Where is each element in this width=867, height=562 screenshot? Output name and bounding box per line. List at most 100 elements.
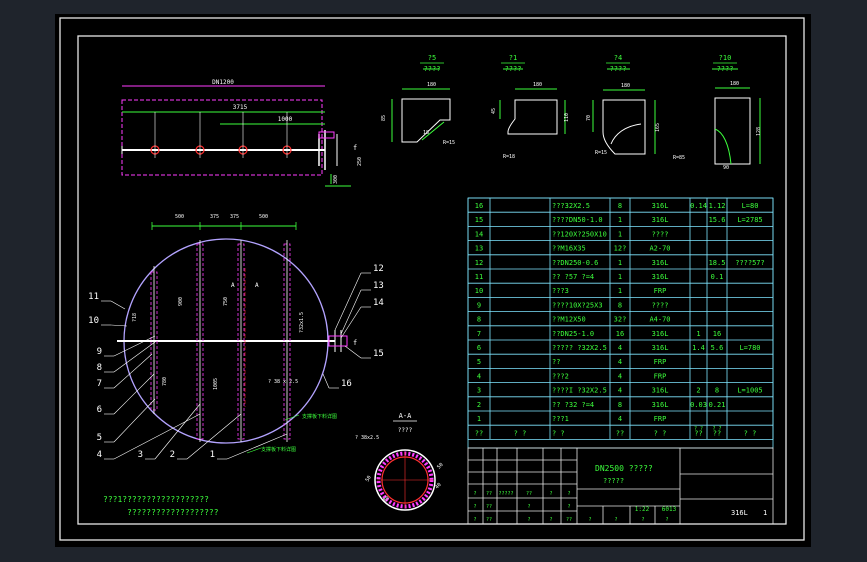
top-view [121, 85, 351, 187]
parts-table-cell-total: 15.6 [709, 216, 726, 224]
parts-table-cell-qty: 4 [618, 372, 622, 380]
parts-table-cell-no: 5 [477, 358, 481, 366]
section-title: ?4 [614, 54, 622, 62]
parts-table-cell-total: 8 [715, 387, 719, 395]
title-block-cell: ? [473, 491, 476, 497]
parts-table-cell-code: ? ? [514, 430, 527, 438]
parts-table-cell-unit: ?? [694, 430, 702, 438]
parts-table-cell-name: ????I ?32X2.5 [552, 387, 607, 395]
section-views [391, 68, 761, 165]
title-block-grid [467, 447, 774, 525]
parts-table-cell-material: 316L [652, 273, 669, 281]
parts-table-cell-no: 7 [477, 330, 481, 338]
section-dimension: 70 [586, 115, 592, 121]
top-view-dim-1000: 1000 [278, 116, 293, 123]
plan-note-leader [284, 414, 300, 421]
parts-table-cell-qty: 4 [618, 387, 622, 395]
title-block-cell: ????? [498, 491, 513, 497]
part-callout: 2 [170, 450, 175, 460]
plan-view [117, 225, 348, 444]
title-block-cell: ?? [486, 504, 492, 510]
note-line-2: ??????????????????? [127, 508, 219, 517]
section-dimension: R=18 [503, 154, 515, 160]
parts-table-cell-qty: 1 [618, 259, 622, 267]
parts-table-cell-total: 1.12 [709, 202, 726, 210]
plan-dim: ?18 [132, 313, 138, 322]
title-block-cell: ? [641, 517, 644, 523]
section-dimension: R=15 [595, 150, 607, 156]
plan-dim: 500 [259, 214, 268, 220]
plan-dim: 375 [230, 214, 239, 220]
parts-table-cell-name: ?? [552, 358, 560, 366]
part-callout-leader [186, 413, 242, 460]
section-view-4 [592, 68, 656, 155]
parts-table-cell-name: ?? ?57 ?=4 [552, 273, 594, 281]
parts-table-cell-qty: 1 [618, 230, 622, 238]
section-aa-ring-outer [374, 449, 436, 511]
parts-table-cell-qty: 4 [618, 415, 622, 423]
title-block-scale: 1:22 [635, 506, 650, 513]
parts-table-cell-note: L=1005 [737, 387, 762, 395]
title-block-cell: ?? [526, 491, 532, 497]
section-aa-dim: 50 [436, 462, 445, 471]
parts-table-cell-total: ?? [713, 430, 721, 438]
section-dimension: 45 [491, 108, 497, 114]
top-view-dim-dn: DN1200 [212, 79, 234, 86]
parts-table-cell-name: ????DN50-1.0 [552, 216, 603, 224]
section-title: ?10 [719, 54, 732, 62]
parts-table-cell-no: 15 [475, 216, 483, 224]
title-block-drawing-title: DN2500 ????? [595, 464, 653, 473]
section-dimension: 180 [427, 82, 436, 88]
section-view-5 [391, 68, 451, 143]
parts-table-cell-name: ????? ?32X2.5 [552, 344, 607, 352]
section-subtitle: ???? [717, 65, 734, 73]
part-callout: 3 [138, 450, 143, 460]
section-view-10 [712, 68, 761, 165]
parts-table-cell-no: 9 [477, 301, 481, 309]
top-view-dim-250: 250 [357, 157, 363, 166]
parts-table-cell-no: 2 [477, 401, 481, 409]
parts-table-cell-total: 0.1 [711, 273, 724, 281]
part-callout-leader [322, 373, 330, 389]
parts-table-cell-name: ???32X2.5 [552, 202, 590, 210]
outer-frame [59, 17, 805, 541]
plan-note: 支撑板下料详图 [261, 446, 296, 453]
parts-table-cell-note: ? ? [744, 430, 757, 438]
parts-table-cell-total: 16 [713, 330, 721, 338]
parts-table-cell-total: 18.5 [709, 259, 726, 267]
parts-table-cell-qty: ?? [616, 430, 624, 438]
parts-table-cell-name: ??120X?250X10 [552, 230, 607, 238]
parts-table-cell-qty: 1 [618, 287, 622, 295]
section-aa-subtitle: ???? [398, 427, 413, 434]
section-dimension: 128 [756, 127, 762, 136]
parts-table-cell-qty: 16 [616, 330, 624, 338]
title-block-cell: ? [527, 517, 530, 523]
part-callout: 11 [88, 292, 99, 302]
parts-table-cell-qty: 8 [618, 401, 622, 409]
parts-table-cell-unit: 0.14 [690, 202, 707, 210]
parts-table-cell-total: 0.21 [709, 401, 726, 409]
parts-table-cell-material: 316L [652, 259, 669, 267]
parts-table-cell-material: 316L [652, 344, 669, 352]
section-aa-title: A-A [399, 412, 412, 420]
part-callout-leader [113, 373, 155, 415]
parts-table-cell-material: A4-70 [649, 316, 670, 324]
plan-dim: 500 [175, 214, 184, 220]
part-callout: 16 [341, 379, 352, 389]
section-aa-dim: 40 [434, 482, 443, 491]
parts-table-cell-qty: 4 [618, 358, 622, 366]
parts-table-cell-name: ???1 [552, 415, 569, 423]
part-callout-leader [113, 413, 201, 460]
plan-note: 支撑板下料详图 [302, 413, 337, 420]
plan-note-leader [246, 447, 262, 454]
section-title: ?5 [428, 54, 436, 62]
